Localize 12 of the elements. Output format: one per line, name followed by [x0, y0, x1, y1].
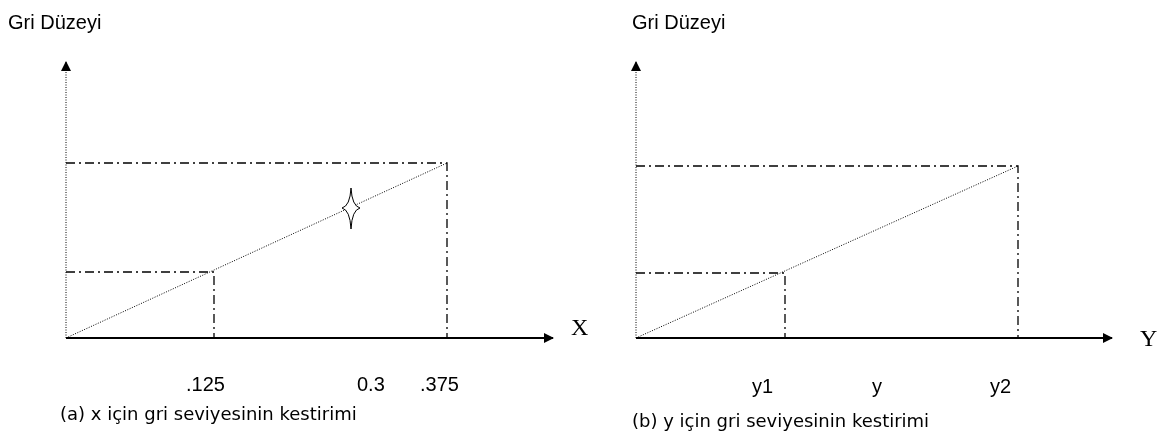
figure-caption: (a) x için gri seviyesinin kestirimi	[60, 405, 357, 423]
tick-label: y2	[990, 376, 1012, 396]
figure-caption: (b) y için gri seviyesinin kestirimi	[632, 412, 930, 430]
tick-label: y	[872, 376, 882, 396]
tick-label: 0.3	[357, 374, 385, 394]
tick-label: .375	[420, 374, 459, 394]
axis-label: Y	[1140, 326, 1158, 350]
axis-title: Gri Düzeyi	[8, 12, 102, 32]
axis-title: Gri Düzeyi	[632, 12, 726, 32]
axis-label: X	[571, 315, 589, 339]
tick-label: .125	[186, 374, 225, 394]
tick-label: y1	[752, 376, 774, 396]
